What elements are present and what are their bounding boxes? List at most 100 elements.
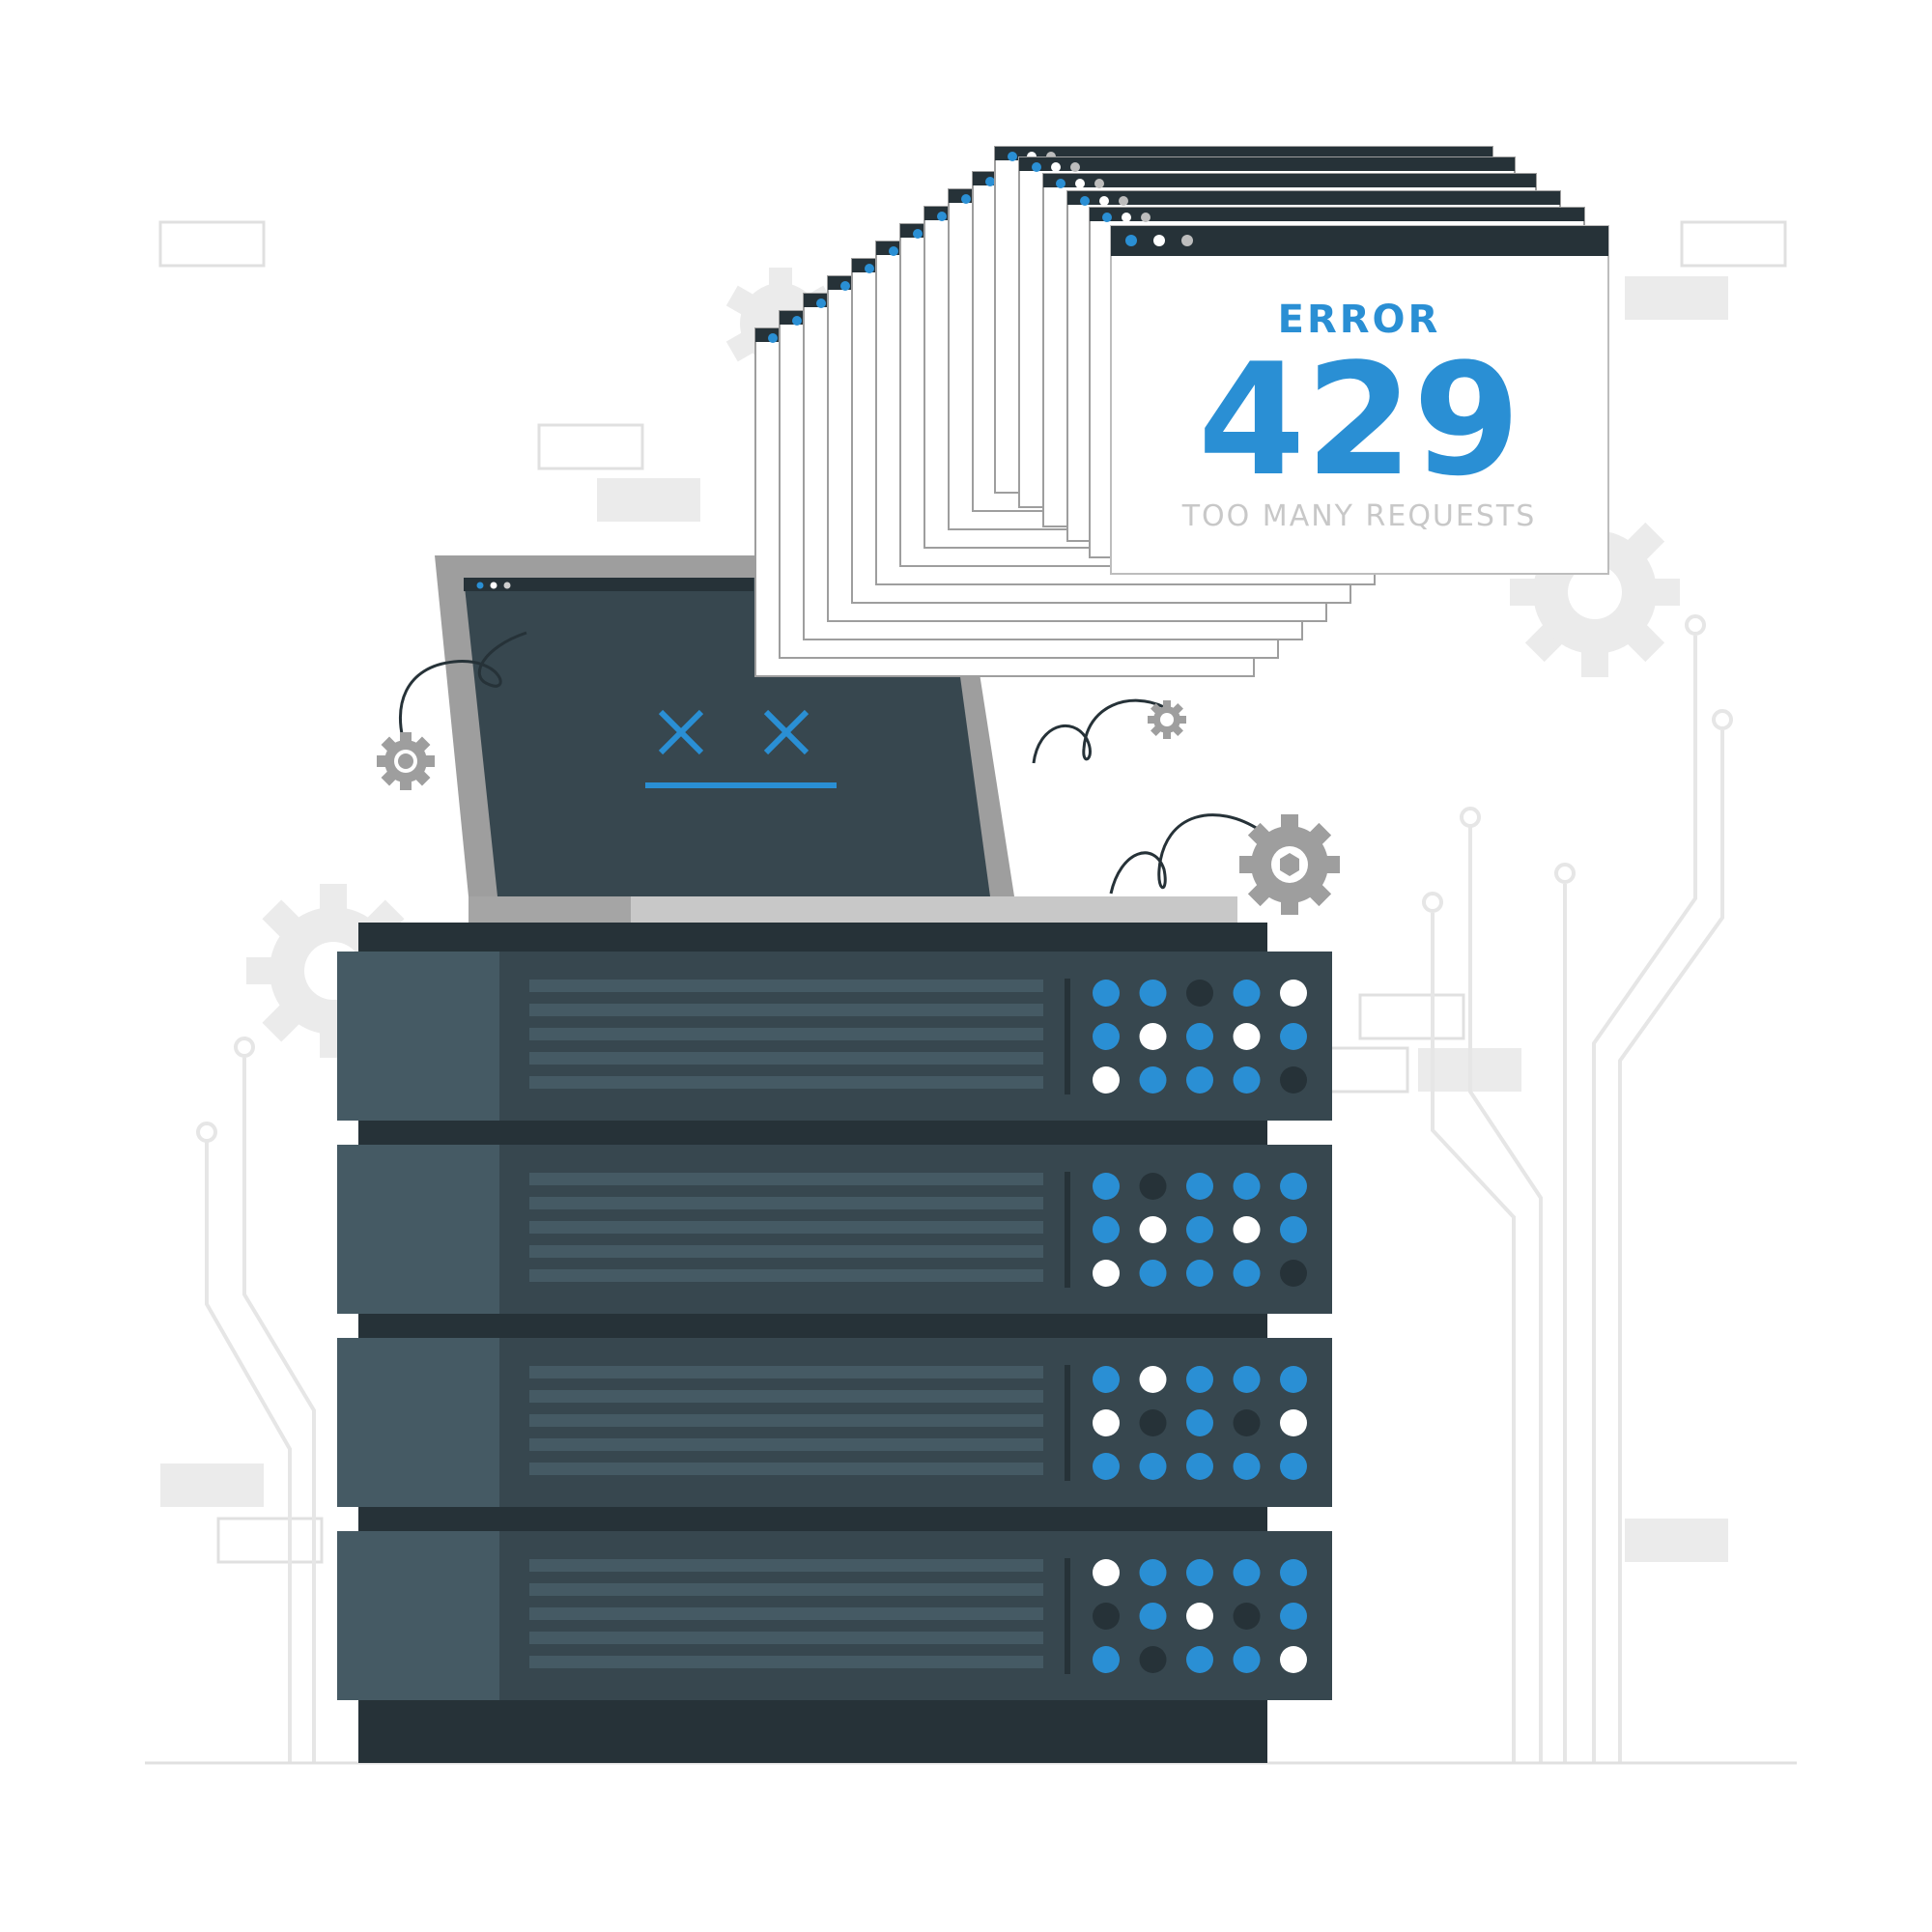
- server-divider: [1065, 979, 1070, 1094]
- window-dot: [1051, 162, 1061, 172]
- server-divider: [1065, 1365, 1070, 1481]
- server-led-icon: [1186, 1260, 1213, 1287]
- server-led-icon: [1093, 1173, 1120, 1200]
- server-led-icon: [1093, 1646, 1120, 1673]
- server-led-icon: [1186, 1453, 1213, 1480]
- error-window: ERROR 429 TOO MANY REQUESTS: [1110, 225, 1609, 575]
- window-dot: [1032, 162, 1041, 172]
- server-led-icon: [1186, 1366, 1213, 1393]
- bg-brick: [158, 220, 266, 268]
- laptop-base-shade: [469, 896, 631, 923]
- broken-cable-icon: [1032, 698, 1165, 764]
- bg-brick-filled: [1625, 1519, 1728, 1562]
- server-vent-slot: [529, 1559, 1043, 1572]
- window-dot: [913, 229, 923, 239]
- server-vent-slot: [529, 1656, 1043, 1668]
- circuit-trace: [1468, 826, 1543, 1763]
- server-led-icon: [1139, 1023, 1167, 1050]
- server-led-icon: [1139, 1409, 1167, 1436]
- circuit-node: [234, 1037, 255, 1058]
- server-led-icon: [1233, 1453, 1261, 1480]
- gear-icon: [1510, 507, 1680, 677]
- window-dot: [1008, 152, 1017, 161]
- bg-brick: [537, 423, 644, 470]
- window-dot: [1080, 196, 1090, 206]
- server-led-icon: [1280, 1216, 1307, 1243]
- server-vent-slot: [529, 1221, 1043, 1234]
- server-led-icon: [1139, 1260, 1167, 1287]
- server-vent-slot: [529, 980, 1043, 992]
- window-dot: [961, 194, 971, 204]
- server-led-icon: [1280, 1603, 1307, 1630]
- server-led-icon: [1233, 1066, 1261, 1094]
- server-led-icon: [1186, 1559, 1213, 1586]
- server-led-icon: [1280, 1409, 1307, 1436]
- server-led-icon: [1280, 1366, 1307, 1393]
- stacked-window-titlebar: [1067, 191, 1560, 205]
- window-dot: [1122, 213, 1131, 222]
- server-led-icon: [1233, 980, 1261, 1007]
- server-led-icon: [1093, 1366, 1120, 1393]
- server-unit: [337, 1531, 1332, 1700]
- laptop-screen-dot: [476, 582, 484, 589]
- circuit-trace: [1618, 730, 1724, 1763]
- server-led-icon: [1280, 1023, 1307, 1050]
- server-led-icon: [1093, 1216, 1120, 1243]
- circuit-node: [1685, 614, 1706, 636]
- server-led-icon: [1186, 1646, 1213, 1673]
- server-led-icon: [1186, 1603, 1213, 1630]
- laptop-screen-dot: [490, 582, 497, 589]
- bg-brick-filled: [597, 478, 700, 522]
- server-led-icon: [1139, 1366, 1167, 1393]
- server-units: [337, 952, 1332, 1700]
- window-dot: [937, 212, 947, 221]
- server-led-icon: [1093, 1066, 1120, 1094]
- server-vent-slot: [529, 1173, 1043, 1185]
- error-window-body: [1110, 225, 1609, 575]
- window-dot: [985, 177, 995, 186]
- gear-icon: [1148, 700, 1186, 739]
- server-divider: [1065, 1172, 1070, 1288]
- server-led-icon: [1280, 1559, 1307, 1586]
- server-vent-slot: [529, 1052, 1043, 1065]
- window-dot: [1056, 179, 1065, 188]
- server-vent-slot: [529, 1028, 1043, 1040]
- window-dot: [1153, 235, 1165, 246]
- server-vent-slot: [529, 1414, 1043, 1427]
- gear-icon: [377, 732, 435, 790]
- server-led-icon: [1093, 1453, 1120, 1480]
- error-word: ERROR: [1278, 298, 1441, 342]
- server-led-icon: [1139, 1453, 1167, 1480]
- server-rack: [337, 923, 1332, 1763]
- server-led-icon: [1280, 1453, 1307, 1480]
- server-led-icon: [1093, 980, 1120, 1007]
- window-dot: [1075, 179, 1085, 188]
- server-led-icon: [1139, 1646, 1167, 1673]
- window-dot: [1125, 235, 1137, 246]
- window-dot: [1102, 213, 1112, 222]
- server-vent-slot: [529, 1463, 1043, 1475]
- server-unit: [337, 952, 1332, 1121]
- window-dot: [1119, 196, 1128, 206]
- server-led-icon: [1233, 1409, 1261, 1436]
- server-unit: [337, 1145, 1332, 1314]
- circuit-trace: [205, 1142, 292, 1763]
- server-vent-slot: [529, 1245, 1043, 1258]
- server-led-icon: [1233, 1646, 1261, 1673]
- server-led-icon: [1093, 1260, 1120, 1287]
- server-led-icon: [1093, 1559, 1120, 1586]
- bg-brick-filled: [160, 1463, 264, 1507]
- server-vent-slot: [529, 1269, 1043, 1282]
- server-led-icon: [1280, 980, 1307, 1007]
- server-led-icon: [1186, 980, 1213, 1007]
- circuit-trace: [1592, 636, 1697, 1763]
- server-led-icon: [1139, 1216, 1167, 1243]
- server-led-icon: [1186, 1173, 1213, 1200]
- broken-cable-icon: [398, 631, 527, 750]
- server-led-icon: [1233, 1216, 1261, 1243]
- server-led-icon: [1280, 1260, 1307, 1287]
- stacked-window-titlebar: [1019, 157, 1515, 171]
- server-led-icon: [1280, 1066, 1307, 1094]
- window-dot: [768, 333, 778, 343]
